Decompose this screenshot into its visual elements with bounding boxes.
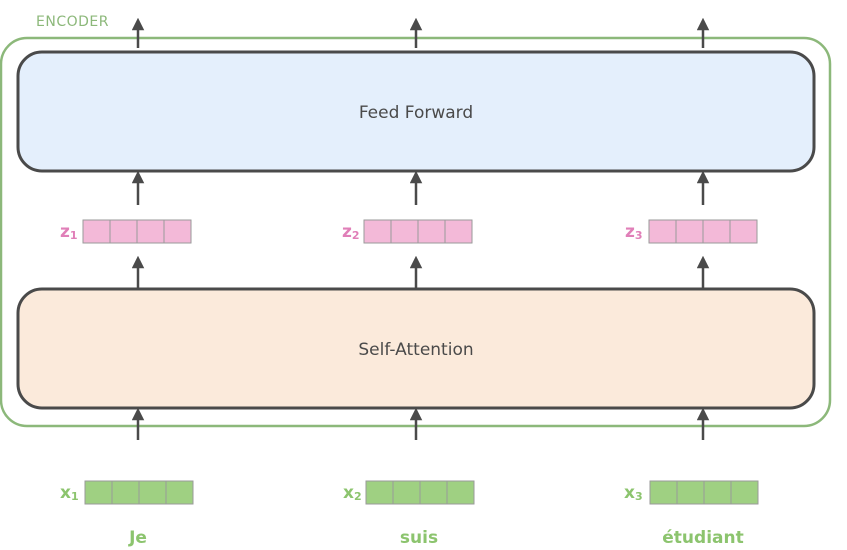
vector-cell xyxy=(363,219,392,244)
vector-label: x1 xyxy=(60,483,79,503)
vector-cell xyxy=(109,219,138,244)
vector-cell xyxy=(729,219,758,244)
vector-cell xyxy=(419,480,448,505)
word-suis: suis xyxy=(400,528,438,548)
x-vectors: x1 x2 x3 xyxy=(60,480,759,505)
z-vector: z3 xyxy=(625,219,758,244)
vector-cell xyxy=(84,480,113,505)
feed-forward-label: Feed Forward xyxy=(359,103,473,123)
vector-label: x3 xyxy=(624,483,643,503)
word-etudiant: étudiant xyxy=(662,528,743,548)
x-vector: x1 xyxy=(60,480,194,505)
vector-cell xyxy=(136,219,165,244)
vector-cell xyxy=(392,480,421,505)
vector-cell xyxy=(365,480,394,505)
vector-cell xyxy=(138,480,167,505)
vector-cell xyxy=(702,219,731,244)
z-vector: z1 xyxy=(60,219,192,244)
vector-label: z3 xyxy=(625,222,643,242)
vector-cell xyxy=(730,480,759,505)
word-je: Je xyxy=(128,528,147,548)
vector-cell xyxy=(676,480,705,505)
vector-cell xyxy=(649,480,678,505)
x-vector: x3 xyxy=(624,480,759,505)
vector-cell xyxy=(675,219,704,244)
vector-cell xyxy=(82,219,111,244)
vector-cell xyxy=(417,219,446,244)
vector-cell xyxy=(444,219,473,244)
vector-cell xyxy=(163,219,192,244)
self-attention-label: Self-Attention xyxy=(358,340,473,360)
vector-cell xyxy=(446,480,475,505)
z-vector: z2 xyxy=(342,219,473,244)
vector-cell xyxy=(165,480,194,505)
vector-cell xyxy=(111,480,140,505)
arrows xyxy=(131,17,710,440)
x-vector: x2 xyxy=(343,480,475,505)
vector-label: z2 xyxy=(342,222,360,242)
vector-label: x2 xyxy=(343,483,362,503)
vector-label: z1 xyxy=(60,222,78,242)
encoder-label: ENCODER xyxy=(36,14,109,30)
vector-cell xyxy=(703,480,732,505)
vector-cell xyxy=(648,219,677,244)
z-vectors: z1 z2 z3 xyxy=(60,219,758,244)
vector-cell xyxy=(390,219,419,244)
